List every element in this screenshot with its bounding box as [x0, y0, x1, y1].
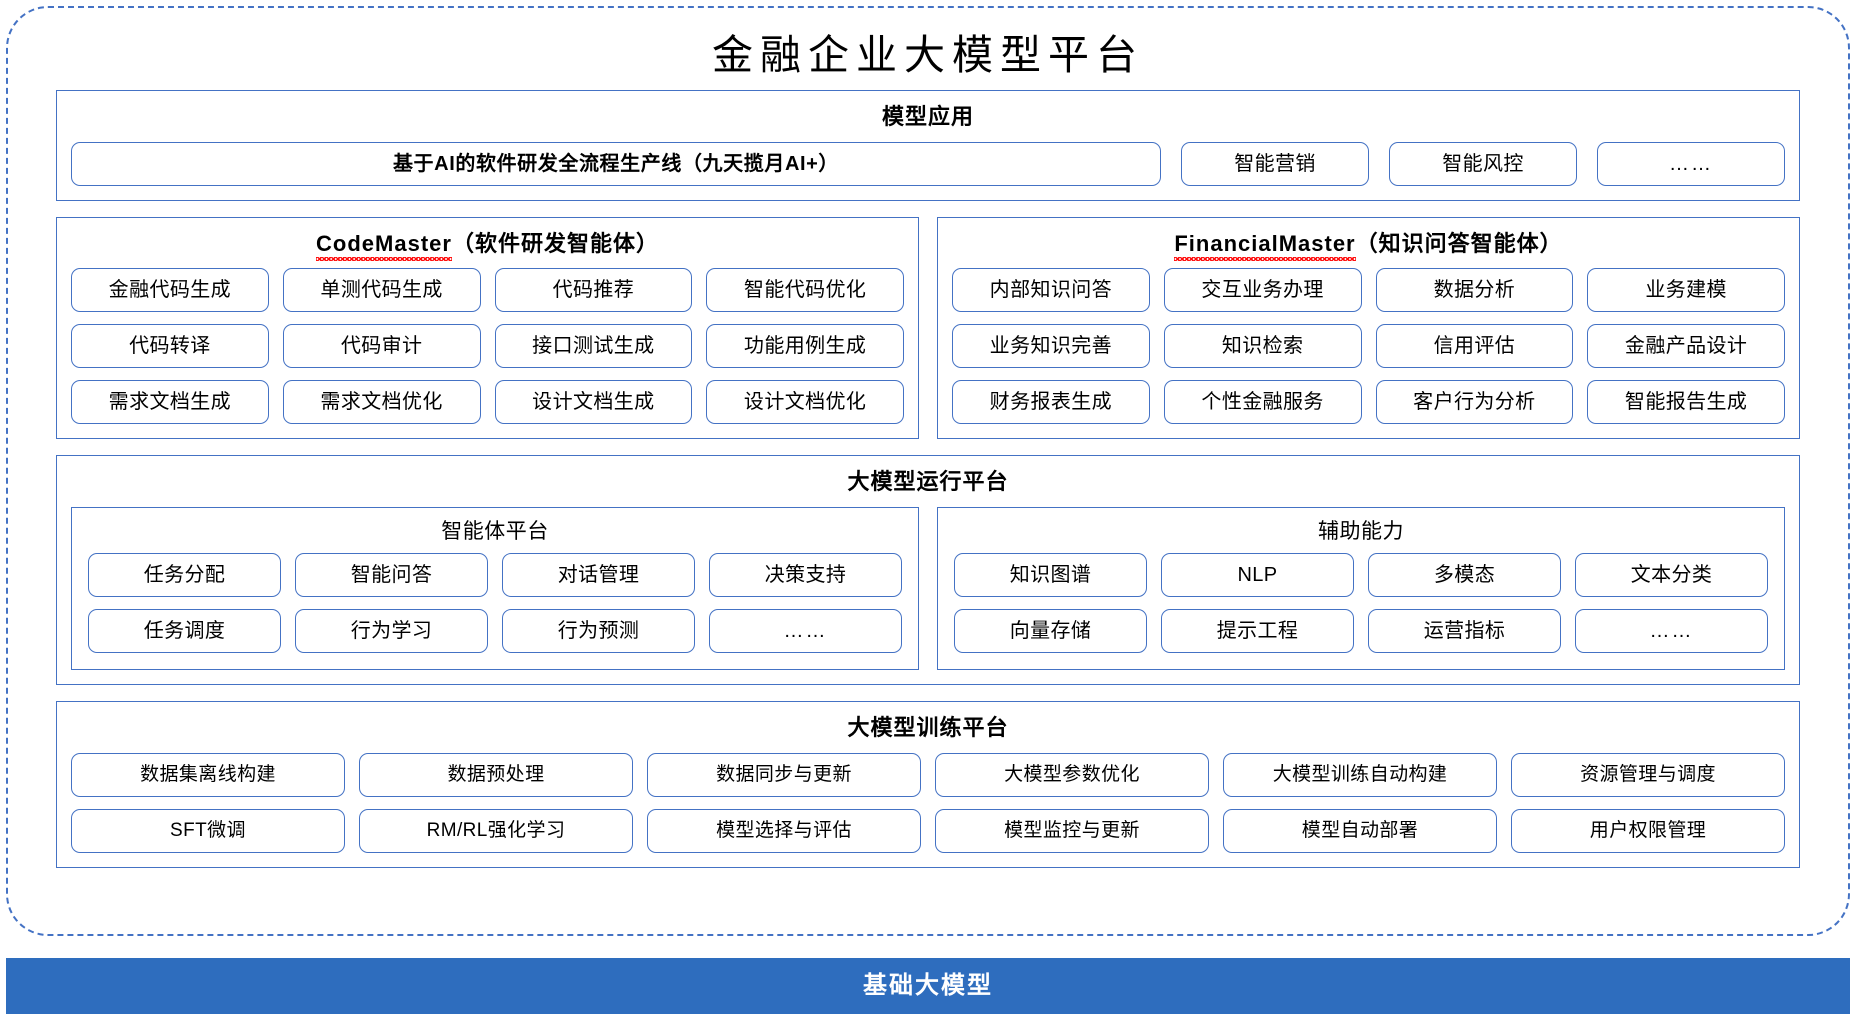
app-item-more[interactable]: ……: [1597, 141, 1785, 186]
training-item-6[interactable]: SFT微调: [71, 808, 345, 853]
auxiliary-item-2[interactable]: 多模态: [1368, 553, 1561, 598]
financialmaster-item-8[interactable]: 财务报表生成: [952, 380, 1150, 425]
codemaster-name-latin: CodeMaster: [316, 230, 452, 261]
codemaster-item-8[interactable]: 需求文档生成: [71, 380, 269, 425]
codemaster-item-10[interactable]: 设计文档生成: [494, 380, 693, 425]
section-title-runtime-platform: 大模型运行平台: [847, 469, 1009, 495]
panel-title-financialmaster: FinancialMaster（知识问答智能体）: [952, 228, 1785, 269]
training-item-1[interactable]: 数据预处理: [359, 752, 633, 797]
outer-dashed-frame: 金融企业大模型平台 模型应用 基于AI的软件研发全流程生产线（九天揽月AI+） …: [6, 6, 1850, 936]
subpanel-title-auxiliary-capabilities: 辅助能力: [1318, 519, 1404, 543]
codemaster-item-5[interactable]: 代码审计: [282, 324, 481, 369]
training-platform-grid: 数据集离线构建 数据预处理 数据同步与更新 大模型参数优化 大模型训练自动构建 …: [71, 752, 1785, 853]
auxiliary-item-6[interactable]: 运营指标: [1368, 609, 1561, 654]
panel-financialmaster: FinancialMaster（知识问答智能体） 内部知识问答 交互业务办理 数…: [937, 216, 1800, 440]
subpanel-agent-platform: 智能体平台 任务分配 智能问答 对话管理 决策支持 任务调度 行为学习 行为预测…: [71, 506, 919, 671]
panel-title-codemaster: CodeMaster（软件研发智能体）: [71, 228, 904, 269]
subpanel-title-agent-platform: 智能体平台: [441, 519, 549, 543]
financialmaster-item-5[interactable]: 知识检索: [1163, 324, 1362, 369]
auxiliary-item-1[interactable]: NLP: [1161, 553, 1354, 598]
training-item-0[interactable]: 数据集离线构建: [71, 752, 345, 797]
codemaster-item-0[interactable]: 金融代码生成: [71, 268, 269, 313]
frame-content: 金融企业大模型平台 模型应用 基于AI的软件研发全流程生产线（九天揽月AI+） …: [8, 8, 1848, 934]
training-item-2[interactable]: 数据同步与更新: [647, 752, 921, 797]
agent-platform-item-1[interactable]: 智能问答: [295, 553, 488, 598]
auxiliary-item-4[interactable]: 向量存储: [954, 609, 1147, 654]
page-title: 金融企业大模型平台: [712, 31, 1144, 79]
app-item-smart-risk-control[interactable]: 智能风控: [1389, 141, 1577, 186]
financialmaster-item-10[interactable]: 客户行为分析: [1375, 380, 1574, 425]
codemaster-capability-grid: 金融代码生成 单测代码生成 代码推荐 智能代码优化 代码转译 代码审计 接口测试…: [71, 268, 904, 425]
section-title-model-applications: 模型应用: [881, 104, 974, 130]
training-item-8[interactable]: 模型选择与评估: [647, 808, 921, 853]
agent-platform-item-4[interactable]: 任务调度: [88, 609, 281, 654]
agent-platform-item-5[interactable]: 行为学习: [295, 609, 488, 654]
agent-platform-item-0[interactable]: 任务分配: [88, 553, 281, 598]
training-item-4[interactable]: 大模型训练自动构建: [1223, 752, 1497, 797]
base-model-band: 基础大模型: [6, 958, 1850, 1014]
codemaster-name-cn: （软件研发智能体）: [451, 230, 659, 256]
financialmaster-name-latin: FinancialMaster: [1174, 230, 1356, 261]
training-item-5[interactable]: 资源管理与调度: [1511, 752, 1785, 797]
financialmaster-item-9[interactable]: 个性金融服务: [1163, 380, 1362, 425]
financialmaster-item-3[interactable]: 业务建模: [1587, 268, 1785, 313]
financialmaster-item-7[interactable]: 金融产品设计: [1587, 324, 1785, 369]
section-runtime-platform: 大模型运行平台 智能体平台 任务分配 智能问答 对话管理 决策支持 任务调度 行…: [56, 455, 1800, 686]
section-training-platform: 大模型训练平台 数据集离线构建 数据预处理 数据同步与更新 大模型参数优化 大模…: [56, 701, 1800, 868]
codemaster-item-1[interactable]: 单测代码生成: [282, 268, 481, 313]
subpanel-auxiliary-capabilities: 辅助能力 知识图谱 NLP 多模态 文本分类 向量存储 提示工程 运营指标 ……: [937, 506, 1785, 671]
training-item-10[interactable]: 模型自动部署: [1223, 808, 1497, 853]
agent-platform-item-6[interactable]: 行为预测: [502, 609, 695, 654]
auxiliary-item-0[interactable]: 知识图谱: [954, 553, 1147, 598]
section-model-applications: 模型应用 基于AI的软件研发全流程生产线（九天揽月AI+） 智能营销 智能风控 …: [56, 90, 1800, 201]
financialmaster-item-0[interactable]: 内部知识问答: [952, 268, 1150, 313]
section-agents: CodeMaster（软件研发智能体） 金融代码生成 单测代码生成 代码推荐 智…: [56, 216, 1800, 440]
app-item-smart-marketing[interactable]: 智能营销: [1181, 141, 1369, 186]
codemaster-item-9[interactable]: 需求文档优化: [282, 380, 481, 425]
codemaster-item-7[interactable]: 功能用例生成: [706, 324, 904, 369]
panel-codemaster: CodeMaster（软件研发智能体） 金融代码生成 单测代码生成 代码推荐 智…: [56, 216, 919, 440]
agent-platform-grid: 任务分配 智能问答 对话管理 决策支持 任务调度 行为学习 行为预测 ……: [88, 553, 902, 654]
agent-platform-item-3[interactable]: 决策支持: [709, 553, 902, 598]
codemaster-item-11[interactable]: 设计文档优化: [706, 380, 904, 425]
codemaster-item-3[interactable]: 智能代码优化: [706, 268, 904, 313]
base-model-label: 基础大模型: [863, 972, 993, 999]
training-item-7[interactable]: RM/RL强化学习: [359, 808, 633, 853]
runtime-subpanels: 智能体平台 任务分配 智能问答 对话管理 决策支持 任务调度 行为学习 行为预测…: [71, 506, 1785, 671]
auxiliary-item-3[interactable]: 文本分类: [1575, 553, 1768, 598]
app-item-ai-dev-pipeline[interactable]: 基于AI的软件研发全流程生产线（九天揽月AI+）: [71, 141, 1161, 186]
codemaster-item-4[interactable]: 代码转译: [71, 324, 269, 369]
financialmaster-capability-grid: 内部知识问答 交互业务办理 数据分析 业务建模 业务知识完善 知识检索 信用评估…: [952, 268, 1785, 425]
model-applications-row: 基于AI的软件研发全流程生产线（九天揽月AI+） 智能营销 智能风控 ……: [71, 141, 1785, 186]
financialmaster-item-2[interactable]: 数据分析: [1375, 268, 1574, 313]
financialmaster-item-6[interactable]: 信用评估: [1375, 324, 1574, 369]
codemaster-item-2[interactable]: 代码推荐: [494, 268, 693, 313]
financialmaster-item-4[interactable]: 业务知识完善: [952, 324, 1150, 369]
auxiliary-item-5[interactable]: 提示工程: [1161, 609, 1354, 654]
codemaster-item-6[interactable]: 接口测试生成: [494, 324, 693, 369]
training-item-9[interactable]: 模型监控与更新: [935, 808, 1209, 853]
agent-platform-item-7[interactable]: ……: [709, 609, 902, 654]
auxiliary-capabilities-grid: 知识图谱 NLP 多模态 文本分类 向量存储 提示工程 运营指标 ……: [954, 553, 1768, 654]
training-item-11[interactable]: 用户权限管理: [1511, 808, 1785, 853]
financialmaster-item-11[interactable]: 智能报告生成: [1587, 380, 1785, 425]
training-item-3[interactable]: 大模型参数优化: [935, 752, 1209, 797]
financialmaster-name-cn: （知识问答智能体）: [1355, 230, 1563, 256]
section-title-training-platform: 大模型训练平台: [847, 715, 1009, 741]
auxiliary-item-7[interactable]: ……: [1575, 609, 1768, 654]
agent-platform-item-2[interactable]: 对话管理: [502, 553, 695, 598]
financialmaster-item-1[interactable]: 交互业务办理: [1163, 268, 1362, 313]
